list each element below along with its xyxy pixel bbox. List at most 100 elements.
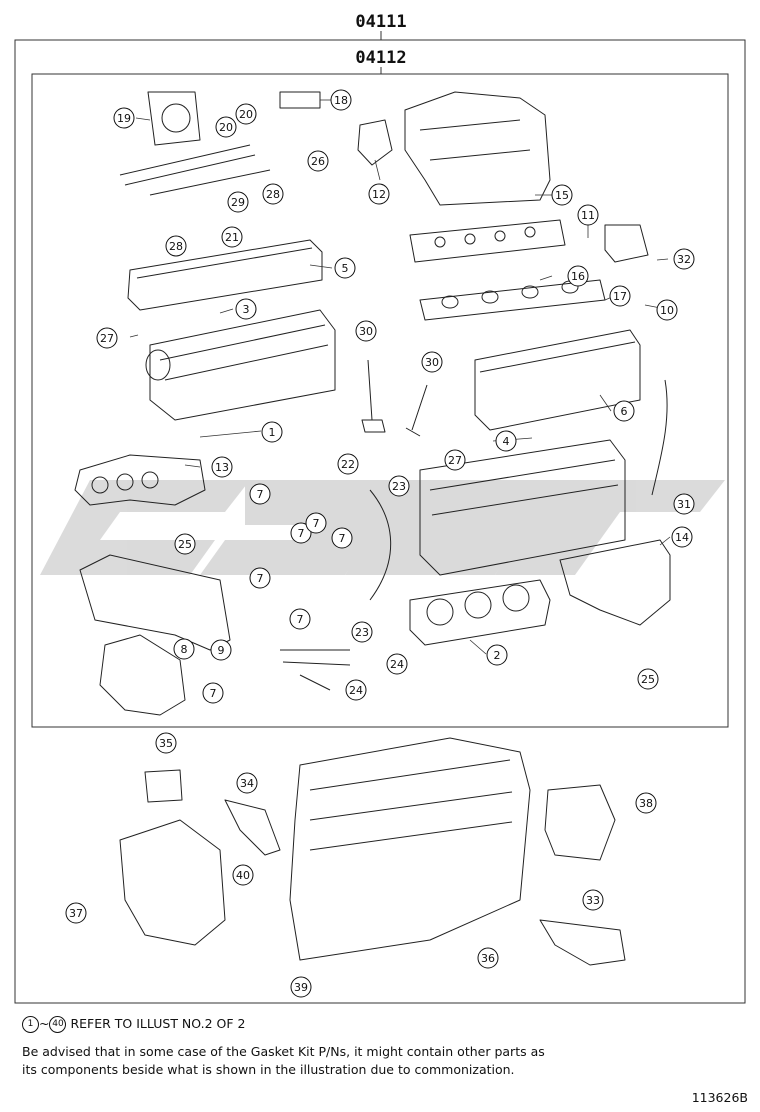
callout-19: 19 xyxy=(113,107,135,129)
callout-circle xyxy=(388,475,410,497)
callout-36: 36 xyxy=(477,947,499,969)
callout-number: 37 xyxy=(69,907,83,920)
callout-number: 20 xyxy=(239,108,253,121)
callout-7: 7 xyxy=(202,682,224,704)
callout-number: 31 xyxy=(677,498,691,511)
callout-number: 23 xyxy=(392,480,406,493)
timing-cover-lower xyxy=(99,634,186,716)
callout-circle xyxy=(65,902,87,924)
kit-frame-inner xyxy=(31,73,729,728)
throttle-body-gasket-19 xyxy=(147,91,201,146)
callout-circle xyxy=(582,889,604,911)
callout-circle xyxy=(331,527,353,549)
callout-number: 25 xyxy=(641,673,655,686)
cylinder-head-left xyxy=(149,309,336,421)
callout-number: 8 xyxy=(181,643,188,656)
callout-8: 8 xyxy=(173,638,195,660)
callout-number: 2 xyxy=(494,649,501,662)
callout-28: 28 xyxy=(262,183,284,205)
callout-circle xyxy=(249,567,271,589)
callout-38: 38 xyxy=(635,792,657,814)
callout-4: 4 xyxy=(495,430,517,452)
callout-14: 14 xyxy=(671,526,693,548)
callout-circle xyxy=(673,248,695,270)
callout-7: 7 xyxy=(289,608,311,630)
part-number-outer: 04111 xyxy=(355,12,406,32)
callout-circle xyxy=(551,184,573,206)
refer-tilde: ~ xyxy=(39,1016,50,1031)
callout-11: 11 xyxy=(577,204,599,226)
callout-39: 39 xyxy=(290,976,312,998)
callout-circle xyxy=(613,400,635,422)
callout-circle xyxy=(355,320,377,342)
advisory-note: Be advised that in some case of the Gask… xyxy=(22,1043,545,1079)
callout-17: 17 xyxy=(609,285,631,307)
callout-12: 12 xyxy=(368,183,390,205)
callout-22: 22 xyxy=(337,453,359,475)
callout-number: 22 xyxy=(341,458,355,471)
callout-circle xyxy=(155,732,177,754)
callout-number: 5 xyxy=(342,262,349,275)
callout-number: 24 xyxy=(349,684,363,697)
callout-27: 27 xyxy=(96,327,118,349)
callout-7: 7 xyxy=(331,527,353,549)
oil-pump xyxy=(119,819,226,946)
callout-circle xyxy=(262,183,284,205)
callout-23: 23 xyxy=(388,475,410,497)
callout-circle xyxy=(235,103,257,125)
callout-circle xyxy=(215,116,237,138)
callout-23: 23 xyxy=(351,621,373,643)
callout-number: 30 xyxy=(425,356,439,369)
refer-note-text: REFER TO ILLUST NO.2 OF 2 xyxy=(70,1016,246,1031)
valve xyxy=(361,359,386,433)
callout-37: 37 xyxy=(65,902,87,924)
callout-circle xyxy=(290,522,312,544)
callout-26: 26 xyxy=(307,150,329,172)
watermark xyxy=(40,480,725,575)
callout-number: 25 xyxy=(178,538,192,551)
cylinder-head-cover-right xyxy=(474,329,641,431)
callout-40: 40 xyxy=(232,864,254,886)
callout-20: 20 xyxy=(215,116,237,138)
callout-30: 30 xyxy=(355,320,377,342)
callout-number: 32 xyxy=(677,253,691,266)
callout-number: 34 xyxy=(240,777,254,790)
oil-strainer xyxy=(539,919,626,966)
callout-circle xyxy=(235,298,257,320)
callout-number: 26 xyxy=(311,155,325,168)
callout-6: 6 xyxy=(613,400,635,422)
callout-circle xyxy=(351,621,373,643)
callout-13: 13 xyxy=(211,456,233,478)
callout-number: 15 xyxy=(555,189,569,202)
callout-30: 30 xyxy=(421,351,443,373)
kit-frame-outer xyxy=(14,39,746,1004)
callout-number: 33 xyxy=(586,894,600,907)
callout-number: 29 xyxy=(231,196,245,209)
callout-circle xyxy=(289,608,311,630)
callout-16: 16 xyxy=(567,265,589,287)
small-gasket-18 xyxy=(279,91,321,109)
callout-number: 10 xyxy=(660,304,674,317)
callout-circle xyxy=(227,191,249,213)
callout-ref-start: 1 xyxy=(22,1016,39,1033)
callout-number: 7 xyxy=(257,572,264,585)
callout-number: 18 xyxy=(334,94,348,107)
callout-circle xyxy=(330,89,352,111)
callout-number: 3 xyxy=(243,303,250,316)
callout-1: 1 xyxy=(261,421,283,443)
callout-number: 39 xyxy=(294,981,308,994)
oil-dipstick xyxy=(651,379,668,496)
callout-circle xyxy=(337,453,359,475)
callout-circle xyxy=(334,257,356,279)
advisory-line-1: Be advised that in some case of the Gask… xyxy=(22,1044,545,1059)
callout-7: 7 xyxy=(249,483,271,505)
water-pipe xyxy=(369,489,392,601)
callout-number: 27 xyxy=(100,332,114,345)
callout-28: 28 xyxy=(165,235,187,257)
callout-ref-end: 40 xyxy=(49,1016,67,1033)
callout-25: 25 xyxy=(637,668,659,690)
callout-circle xyxy=(345,679,367,701)
callout-number: 7 xyxy=(297,613,304,626)
refer-note: 1~40 REFER TO ILLUST NO.2 OF 2 xyxy=(22,1015,245,1033)
callout-circle xyxy=(232,864,254,886)
